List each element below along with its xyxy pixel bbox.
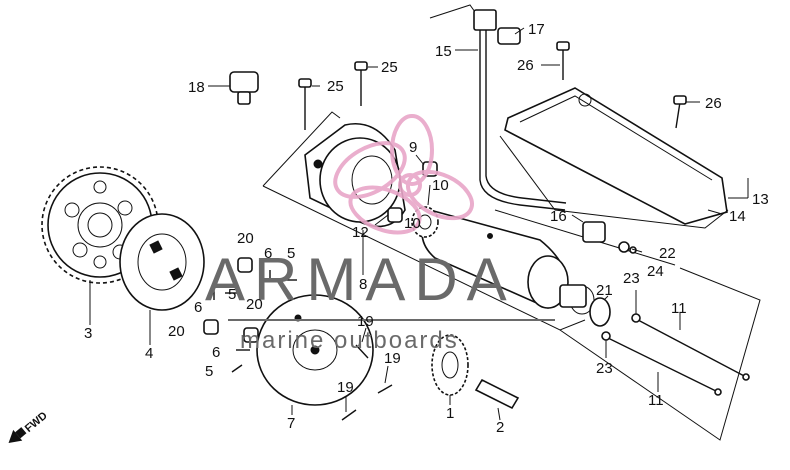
clutch-rollers	[203, 257, 297, 373]
callout-20b: 20	[168, 323, 185, 340]
callout-10a: 10	[432, 177, 449, 194]
callout-19b: 19	[384, 350, 401, 367]
callout-25a: 25	[381, 59, 398, 76]
callout-6a: 6	[264, 245, 272, 262]
fwd-marker: FWD	[8, 410, 50, 443]
callout-9: 9	[409, 139, 417, 156]
callout-4: 4	[145, 345, 153, 362]
callout-labels: 1 2 3 4 5 5 5 6 6 6 7 8 9 10 10 11 11 12…	[84, 21, 769, 436]
callout-2: 2	[496, 419, 504, 436]
o-ring	[589, 297, 611, 327]
callout-5a: 5	[287, 245, 295, 262]
starter-motor	[421, 209, 595, 315]
reduction-gear	[431, 334, 469, 396]
callout-18: 18	[188, 79, 205, 96]
through-bolts	[607, 319, 750, 396]
callout-8: 8	[359, 276, 367, 293]
callout-17: 17	[528, 21, 545, 38]
sensor-switch	[229, 71, 259, 105]
callout-21: 21	[596, 282, 613, 299]
callout-7: 7	[287, 415, 295, 432]
callout-3: 3	[84, 325, 92, 342]
callout-23a: 23	[623, 270, 640, 287]
callout-26b: 26	[705, 95, 722, 112]
watermark-title: ARMADA	[205, 246, 516, 313]
gear-shaft	[474, 378, 520, 410]
callout-15: 15	[435, 43, 452, 60]
starter-clutch-outer	[256, 294, 374, 406]
watermark-subtitle: marine outboards	[240, 327, 459, 354]
callout-24: 24	[647, 263, 664, 280]
callout-26a: 26	[517, 57, 534, 74]
callout-13: 13	[752, 191, 769, 208]
starter-cable	[473, 9, 606, 243]
callout-11a: 11	[671, 300, 687, 317]
callout-6c: 6	[212, 344, 220, 361]
callout-11b: 11	[648, 392, 664, 409]
callout-6b: 6	[194, 299, 202, 316]
callout-20c: 20	[246, 296, 263, 313]
callout-5c: 5	[205, 363, 213, 380]
starter-clutch-plate	[119, 213, 205, 311]
fwd-label: FWD	[23, 410, 50, 435]
armada-flower-logo	[333, 114, 474, 235]
callout-25b: 25	[327, 78, 344, 95]
leader-lines	[89, 27, 749, 421]
starter-cover	[499, 87, 729, 229]
callout-20a: 20	[237, 230, 254, 247]
callout-22: 22	[659, 245, 676, 262]
callout-5b: 5	[228, 286, 236, 303]
arrow-icon	[8, 429, 23, 443]
callout-23b: 23	[596, 360, 613, 377]
callout-19c: 19	[337, 379, 354, 396]
bolts	[298, 41, 687, 421]
callout-14: 14	[729, 208, 746, 225]
callout-12: 12	[352, 224, 369, 241]
callout-10b: 10	[404, 215, 421, 232]
callout-16: 16	[550, 208, 567, 225]
callout-19a: 19	[357, 313, 374, 330]
armada-watermark: ARMADA marine outboards	[205, 114, 555, 354]
callout-1: 1	[446, 405, 454, 422]
